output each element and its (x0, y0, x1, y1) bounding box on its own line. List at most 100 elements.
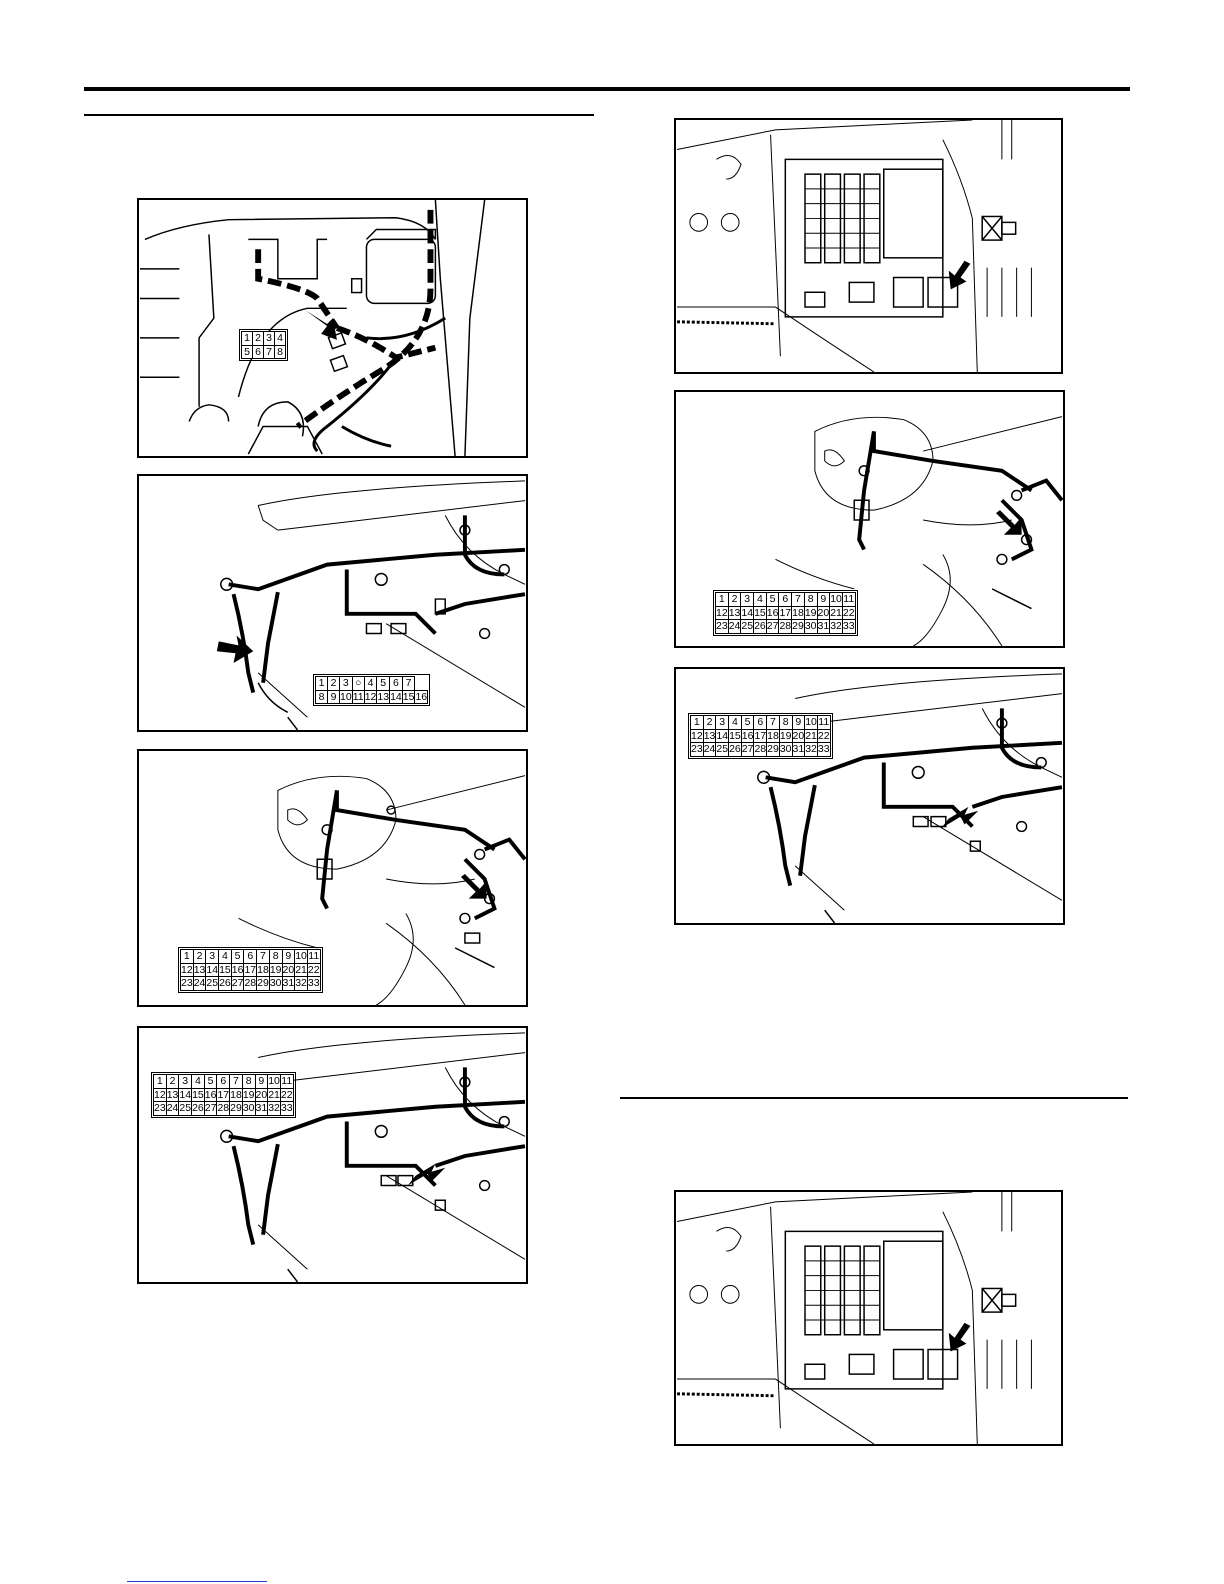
arrow-icon (460, 874, 487, 899)
connector-pin: 8 (274, 344, 286, 359)
connector-pin: 21 (294, 962, 308, 977)
connector-pin: 3 (178, 1074, 193, 1089)
connector-pin: 27 (740, 742, 755, 757)
harness-drawing (140, 200, 486, 456)
connector-pin: 2 (702, 715, 717, 730)
arrow-icon (305, 310, 337, 340)
connector-pin: 29 (766, 742, 780, 757)
connector-pin: 2 (327, 676, 340, 691)
connector-pin: 26 (218, 976, 232, 991)
connector-pin: 13 (702, 728, 717, 743)
connector-pin: 4 (728, 715, 742, 730)
connector-pin: 30 (778, 742, 793, 757)
arrow-icon (407, 1163, 446, 1186)
connector-pin: 17 (216, 1087, 231, 1102)
connector-pin: 5 (765, 592, 780, 607)
connector-pin: 25 (715, 742, 730, 757)
connector-pin: 11 (841, 592, 856, 607)
connector-pin: 7 (401, 676, 416, 691)
connector-pin: 13 (376, 689, 391, 704)
connector-pin: 18 (766, 728, 780, 743)
connector-pin: 23 (690, 742, 704, 757)
connector-pin: 8 (241, 1074, 256, 1089)
connector-pin: 19 (268, 962, 283, 977)
connector-pin: 4 (218, 949, 232, 964)
connector-pin: 22 (306, 962, 321, 977)
footer-link-underline[interactable] (127, 1581, 267, 1582)
connector-pin: 20 (816, 605, 831, 620)
connector-pin: 13 (165, 1087, 180, 1102)
connector-pin: 17 (778, 605, 793, 620)
connector-pin: 4 (274, 331, 286, 346)
connector-pin: 17 (753, 728, 768, 743)
connector-pin: 7 (766, 715, 780, 730)
section-rule-left (84, 114, 594, 116)
connector-pin: 3 (339, 676, 353, 691)
connector-pin: 15 (728, 728, 742, 743)
connector-pin: 6 (778, 592, 793, 607)
connector-pin: 22 (816, 728, 831, 743)
connector-pin: 2 (192, 949, 207, 964)
connector-pin: 19 (803, 605, 818, 620)
connector-pin: 19 (241, 1087, 256, 1102)
connector-pin: 23 (153, 1101, 167, 1116)
connector-pin: 26 (753, 619, 767, 634)
connector-pin: 12 (715, 605, 729, 620)
connector-pin: 16 (230, 962, 245, 977)
connector-pin: 20 (254, 1087, 269, 1102)
connector-pin: 12 (363, 689, 378, 704)
connector-pin: 1 (690, 715, 704, 730)
connector-pin: 32 (829, 619, 843, 634)
connector-pin: 28 (778, 619, 793, 634)
connector-pin: 31 (816, 619, 831, 634)
connector-pin: 21 (804, 728, 818, 743)
connector-pin: 26 (728, 742, 742, 757)
connector-pin: 20 (281, 962, 296, 977)
connector-pin: 29 (256, 976, 270, 991)
connector-pin: 8 (315, 689, 328, 704)
connector-pin: 32 (294, 976, 308, 991)
connector-pin: 24 (192, 976, 207, 991)
connector-pin: 30 (268, 976, 283, 991)
arrow-icon (216, 635, 254, 664)
connector-pin: 1 (715, 592, 729, 607)
connector-pin: 18 (229, 1087, 243, 1102)
connector-pin: 33 (306, 976, 321, 991)
connector-pin: 7 (263, 344, 275, 359)
connector-pin: 22 (841, 605, 856, 620)
connector-pin: 33 (279, 1101, 294, 1116)
connector-pin: 23 (180, 976, 194, 991)
connector-pin: 11 (306, 949, 321, 964)
connector-pin: 7 (229, 1074, 243, 1089)
connector-pin: 32 (804, 742, 818, 757)
connector-pin: 21 (267, 1087, 281, 1102)
connector-pin: 9 (281, 949, 296, 964)
connector-pin: 30 (241, 1101, 256, 1116)
connector-pin: 27 (765, 619, 780, 634)
connector-pin: 20 (791, 728, 806, 743)
connector-pin: 11 (351, 689, 365, 704)
relay-symbol-icon (981, 1287, 1017, 1313)
connector-pin: 25 (740, 619, 755, 634)
connector-pin: ○ (351, 676, 365, 691)
connector-pin: 15 (753, 605, 767, 620)
connector-pin: 3 (205, 949, 220, 964)
connector-pin: 31 (281, 976, 296, 991)
section-rule-right (620, 1097, 1128, 1099)
connector-pin: 6 (243, 949, 258, 964)
connector-pin: 16 (740, 728, 755, 743)
connector-pin: 5 (376, 676, 391, 691)
